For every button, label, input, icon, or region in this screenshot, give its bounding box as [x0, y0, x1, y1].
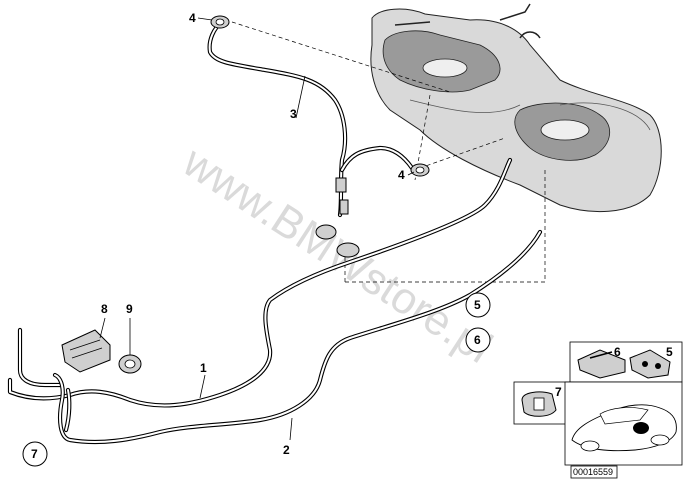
pipe-fittings	[315, 177, 360, 258]
car-silhouette	[571, 404, 677, 452]
ref-circle-7[interactable]: 7	[22, 441, 48, 467]
callout-3: 3	[290, 107, 297, 121]
fuel-tank	[370, 3, 662, 213]
watermark: www.BMWstore.pl	[174, 137, 501, 373]
inset-part-5	[629, 349, 671, 379]
clamp-top[interactable]	[210, 15, 230, 29]
svg-text:5: 5	[474, 298, 481, 312]
reference-line	[345, 170, 546, 283]
fuel-line-3[interactable]	[207, 19, 415, 218]
inset-part-6	[577, 349, 626, 379]
callout-9: 9	[126, 302, 133, 316]
ref-circle-5[interactable]: 5	[465, 292, 491, 318]
ref-circle-6[interactable]: 6	[465, 327, 491, 353]
fuel-line-1[interactable]	[7, 157, 513, 408]
callout-1: 1	[200, 361, 207, 375]
callout-4-mid: 4	[398, 168, 405, 182]
reference-line	[419, 137, 506, 169]
inset-label-6: 6	[614, 345, 621, 359]
callout-4-top: 4	[189, 11, 196, 25]
diagram-code: 00016559	[573, 467, 613, 477]
inset-label-7: 7	[555, 385, 562, 399]
bracket[interactable]	[61, 329, 111, 373]
reference-line	[231, 21, 451, 93]
inset-part-7	[521, 391, 557, 417]
callout-8: 8	[101, 302, 108, 316]
inset-panel: 6 5 7 00016559	[513, 341, 683, 479]
svg-text:7: 7	[31, 447, 38, 461]
grommet[interactable]	[118, 354, 142, 374]
fuel-line-2[interactable]	[52, 229, 543, 445]
clamp-mid[interactable]	[410, 163, 430, 177]
inset-label-5: 5	[666, 345, 673, 359]
svg-text:6: 6	[474, 333, 481, 347]
callouts: 4 3 4 8 9 1 2	[99, 11, 415, 457]
callout-2: 2	[283, 443, 290, 457]
